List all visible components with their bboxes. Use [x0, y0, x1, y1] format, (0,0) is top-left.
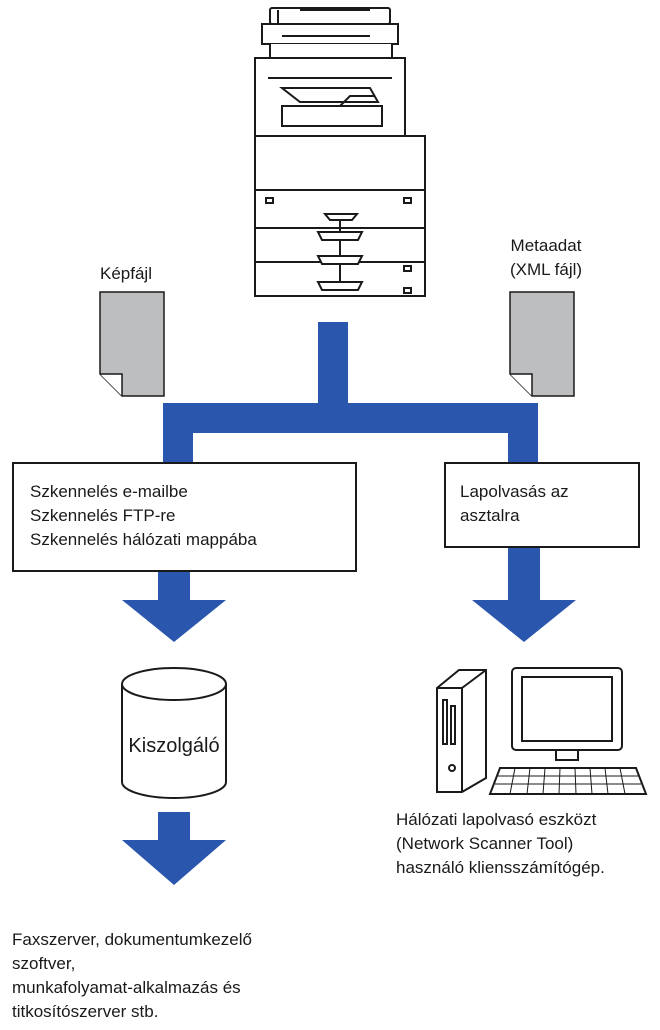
client-pc-caption-line2: (Network Scanner Tool)	[396, 834, 574, 853]
scan-to-email-text: Szkennelés e-mailbe	[30, 482, 188, 501]
flow-connectors	[122, 322, 576, 885]
scan-destinations-box: Szkennelés e-mailbe Szkennelés FTP-re Sz…	[12, 462, 357, 572]
scan-to-network-folder-text: Szkennelés hálózati mappába	[30, 530, 257, 549]
client-pc-caption-line3: használó kliensszámítógép.	[396, 858, 605, 877]
metadata-label-line2: (XML fájl)	[509, 260, 583, 279]
destination-apps-line2: szoftver,	[12, 954, 76, 973]
image-file-document-icon	[99, 291, 165, 397]
destination-apps-line1: Faxszerver, dokumentumkezelő	[12, 930, 252, 949]
arrow-to-apps	[122, 812, 226, 885]
arrow-to-server	[122, 572, 226, 642]
scan-to-ftp-text: Szkennelés FTP-re	[30, 506, 176, 525]
metadata-document-icon	[509, 291, 575, 397]
client-pc-caption: Hálózati lapolvasó eszközt (Network Scan…	[396, 808, 605, 880]
server-label: Kiszolgáló	[128, 735, 220, 757]
scan-to-desktop-line2: asztalra	[460, 506, 520, 525]
printer-icon	[254, 7, 426, 297]
arrow-to-pc	[472, 548, 576, 642]
scan-to-desktop-line1: Lapolvasás az	[460, 482, 569, 501]
destination-apps-line4: titkosítószerver stb.	[12, 1002, 159, 1021]
client-pc-caption-line1: Hálózati lapolvasó eszközt	[396, 810, 597, 829]
branch-left-down	[163, 403, 193, 463]
metadata-label: Metaadat (XML fájl)	[498, 234, 594, 282]
destination-apps-line3: munkafolyamat-alkalmazás és	[12, 978, 241, 997]
scan-to-desktop-box: Lapolvasás az asztalra	[444, 462, 640, 548]
metadata-label-line1: Metaadat	[510, 236, 582, 255]
branch-horizontal-bar	[163, 403, 538, 433]
client-pc-icon	[436, 667, 648, 795]
destination-apps-caption: Faxszerver, dokumentumkezelő szoftver, m…	[12, 928, 252, 1024]
branch-right-down	[508, 403, 538, 463]
image-file-label: Képfájl	[100, 264, 152, 283]
server-icon	[121, 667, 227, 799]
